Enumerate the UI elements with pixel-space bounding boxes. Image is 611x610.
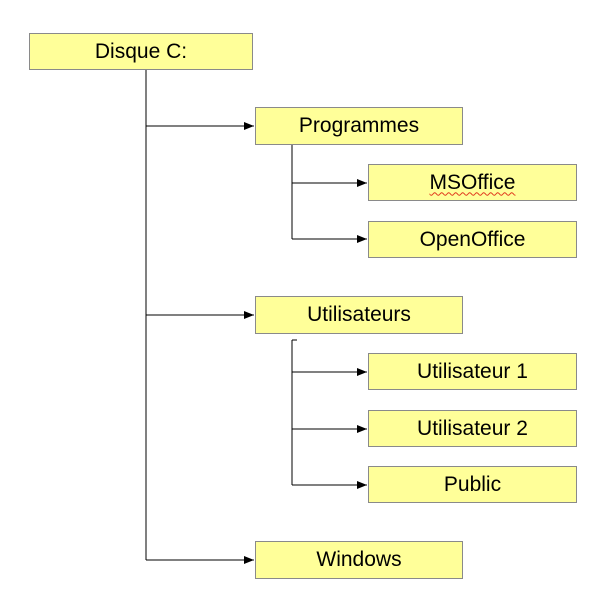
node-windows-label: Windows (316, 548, 402, 571)
node-utilisateur-1-label: Utilisateur 1 (417, 359, 528, 383)
node-programmes[interactable]: Programmes (255, 107, 463, 145)
node-openoffice[interactable]: OpenOffice (368, 221, 577, 258)
node-windows[interactable]: Windows (255, 541, 463, 579)
node-openoffice-label: OpenOffice (419, 227, 526, 251)
node-programmes-label: Programmes (298, 114, 420, 137)
node-utilisateur-2-label: Utilisateur 2 (417, 416, 528, 440)
node-utilisateurs-label: Utilisateurs (307, 303, 411, 326)
node-public[interactable]: Public (368, 466, 577, 503)
node-disque-c[interactable]: Disque C: (29, 33, 253, 70)
node-utilisateurs[interactable]: Utilisateurs (255, 296, 463, 334)
node-disque-c-label: Disque C: (94, 39, 188, 63)
node-msoffice[interactable]: MSOffice (368, 164, 577, 201)
node-utilisateur-1[interactable]: Utilisateur 1 (368, 353, 577, 390)
node-utilisateur-2[interactable]: Utilisateur 2 (368, 410, 577, 447)
node-public-label: Public (443, 472, 502, 496)
node-msoffice-label: MSOffice (429, 170, 516, 194)
